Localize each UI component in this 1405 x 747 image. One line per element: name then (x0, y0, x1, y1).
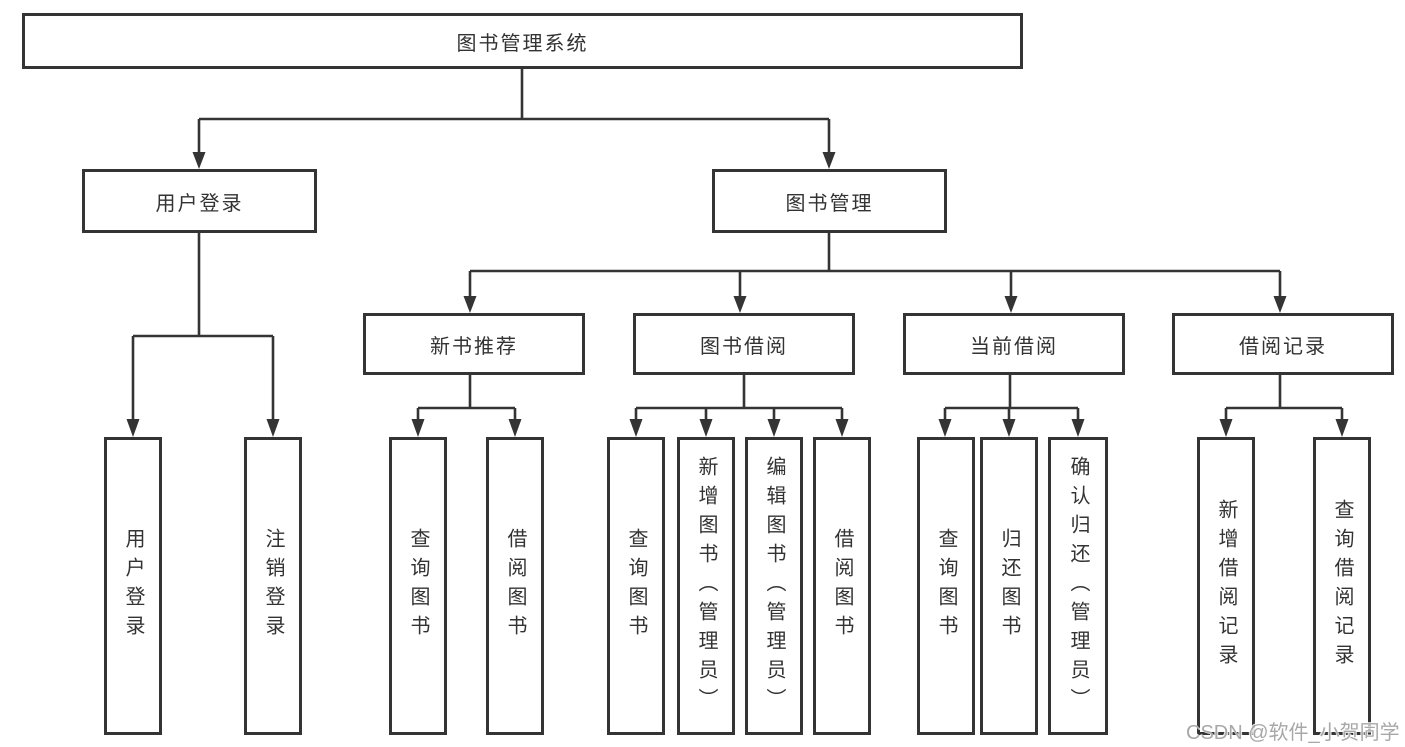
csdn-watermark: CSDN @软件_小贺同学 (1186, 722, 1400, 744)
leaf-cb-confirm-return: 确认归还（管理员） (1048, 437, 1108, 735)
leaf-bb-borrow-book-label: 借阅图书 (831, 528, 853, 644)
node-borrow-records-label: 借阅记录 (1239, 335, 1327, 358)
leaf-cb-return-book-label: 归还图书 (998, 528, 1020, 644)
leaf-cb-return-book: 归还图书 (980, 437, 1038, 735)
leaf-nb-query-book-label: 查询图书 (407, 528, 429, 644)
leaf-bb-query-book-label: 查询图书 (625, 528, 647, 644)
leaf-br-add-record: 新增借阅记录 (1197, 437, 1255, 735)
node-user-login-label: 用户登录 (155, 192, 244, 215)
leaf-user-login: 用户登录 (104, 437, 162, 735)
leaf-nb-borrow-book: 借阅图书 (486, 437, 544, 735)
leaf-br-query-record: 查询借阅记录 (1313, 437, 1371, 735)
leaf-cb-query-book-label: 查询图书 (935, 528, 957, 644)
leaf-nb-borrow-book-label: 借阅图书 (504, 528, 526, 644)
leaf-bb-borrow-book: 借阅图书 (813, 437, 871, 735)
leaf-br-add-record-label: 新增借阅记录 (1215, 499, 1237, 673)
node-borrow-records: 借阅记录 (1172, 313, 1394, 375)
leaf-user-login-label: 用户登录 (122, 528, 144, 644)
node-root: 图书管理系统 (22, 13, 1023, 69)
leaf-cb-query-book: 查询图书 (917, 437, 975, 735)
node-book-borrowing-label: 图书借阅 (700, 335, 788, 358)
leaf-bb-edit-book-label: 编辑图书（管理员） (763, 455, 785, 717)
leaf-bb-query-book: 查询图书 (607, 437, 665, 735)
arrowhead-icons (126, 152, 1349, 437)
leaf-nb-query-book: 查询图书 (389, 437, 447, 735)
leaf-bb-edit-book: 编辑图书（管理员） (745, 437, 803, 735)
node-book-management-label: 图书管理 (785, 192, 874, 215)
node-new-book-recommend-label: 新书推荐 (430, 335, 518, 358)
node-new-book-recommend: 新书推荐 (363, 313, 585, 375)
leaf-cb-confirm-return-label: 确认归还（管理员） (1067, 455, 1089, 717)
leaf-br-query-record-label: 查询借阅记录 (1331, 499, 1353, 673)
leaf-logout-label: 注销登录 (262, 528, 284, 644)
node-book-management: 图书管理 (712, 169, 947, 233)
leaf-bb-add-book-label: 新增图书（管理员） (695, 455, 717, 717)
leaf-logout: 注销登录 (244, 437, 302, 735)
node-root-label: 图书管理系统 (456, 32, 589, 55)
node-book-borrowing: 图书借阅 (633, 313, 855, 375)
node-user-login: 用户登录 (82, 169, 317, 233)
node-current-borrowing-label: 当前借阅 (970, 335, 1058, 358)
leaf-bb-add-book: 新增图书（管理员） (677, 437, 735, 735)
node-current-borrowing: 当前借阅 (903, 313, 1125, 375)
